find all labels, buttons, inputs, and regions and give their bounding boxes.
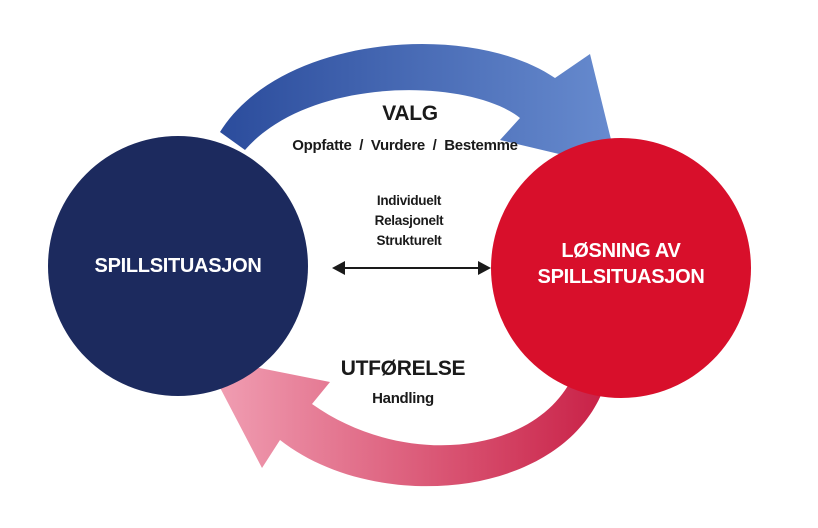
double-arrow-icon — [332, 261, 491, 275]
spillsituasjon-circle — [48, 136, 308, 396]
center-list: Individuelt Relasjonelt Strukturelt — [375, 191, 444, 251]
valg-subtitle: Oppfatte / Vurdere / Bestemme — [292, 137, 518, 154]
spillsituasjon-label: SPILLSITUASJON — [95, 253, 262, 279]
bottom-arrow-body — [204, 357, 605, 487]
losning-circle — [491, 138, 751, 398]
top-arrow-body — [220, 43, 618, 168]
losning-line-1: LØSNING AV — [561, 240, 681, 262]
valg-heading: VALG — [382, 102, 438, 125]
losning-label: LØSNING AV SPILLSITUASJON — [538, 238, 705, 290]
center-item-strukturelt: Strukturelt — [376, 233, 442, 248]
utforelse-heading: UTFØRELSE — [340, 357, 466, 380]
utforelse-subtitle: Handling — [372, 390, 434, 407]
center-item-relasjonelt: Relasjonelt — [374, 213, 444, 228]
losning-line-2: SPILLSITUASJON — [537, 266, 705, 288]
center-item-individuelt: Individuelt — [376, 193, 442, 208]
spillsituasjon-text: SPILLSITUASJON — [94, 255, 262, 277]
